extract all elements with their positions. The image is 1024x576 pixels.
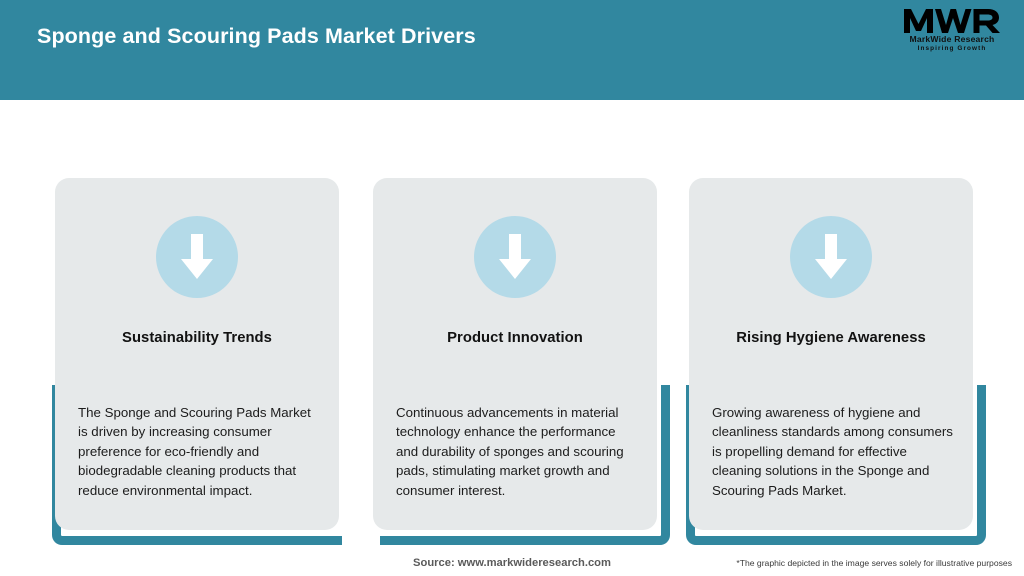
arrow-down-glyph (499, 234, 531, 279)
card-title: Product Innovation (447, 330, 583, 346)
arrow-down-icon (474, 216, 556, 298)
driver-card-1: Sustainability Trends The Sponge and Sco… (38, 100, 356, 545)
card-accent-bracket (380, 385, 670, 545)
driver-card-3: Rising Hygiene Awareness Growing awarene… (672, 100, 990, 545)
card-title: Sustainability Trends (122, 330, 272, 346)
mwr-logo-icon (904, 9, 1000, 33)
source-label: Source: www.markwideresearch.com (413, 557, 611, 569)
arrow-down-glyph (815, 234, 847, 279)
card-panel: Product Innovation Continuous advancemen… (373, 178, 657, 530)
card-panel: Sustainability Trends The Sponge and Sco… (55, 178, 339, 530)
card-title: Rising Hygiene Awareness (736, 330, 926, 346)
arrow-down-glyph (181, 234, 213, 279)
card-body-text: The Sponge and Scouring Pads Market is d… (78, 405, 311, 498)
page-title: Sponge and Scouring Pads Market Drivers (37, 24, 476, 48)
logo-company-name: MarkWide Research (909, 34, 995, 44)
header-bar: Sponge and Scouring Pads Market Drivers … (0, 0, 1024, 100)
card-panel: Rising Hygiene Awareness Growing awarene… (689, 178, 973, 530)
brand-logo: MarkWide Research Inspiring Growth (898, 8, 1006, 62)
disclaimer-label: *The graphic depicted in the image serve… (736, 558, 1012, 568)
driver-cards-row: Sustainability Trends The Sponge and Sco… (0, 100, 1024, 545)
card-body-text: Continuous advancements in material tech… (396, 405, 624, 498)
driver-card-2: Product Innovation Continuous advancemen… (356, 100, 674, 545)
card-body-text: Growing awareness of hygiene and cleanli… (712, 405, 953, 498)
arrow-down-icon (156, 216, 238, 298)
arrow-down-icon (790, 216, 872, 298)
logo-tagline: Inspiring Growth (917, 44, 987, 52)
